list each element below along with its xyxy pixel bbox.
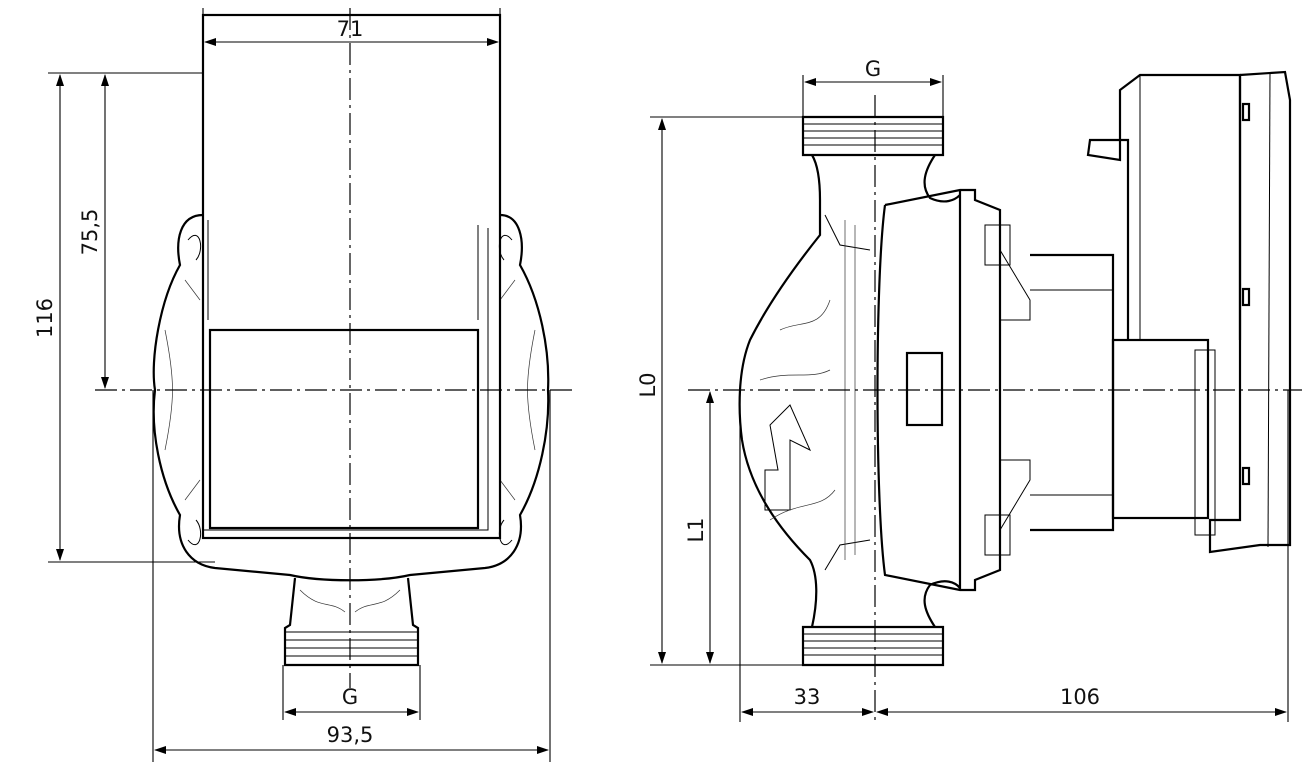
- dim-label-l0: L0: [636, 372, 660, 397]
- dim-label-116: 116: [33, 298, 57, 338]
- dim-label-75-5: 75,5: [78, 209, 102, 256]
- nameplate-window: [905, 351, 944, 427]
- dim-label-l1: L1: [684, 517, 708, 542]
- side-view: G L0 L1 33 106: [636, 57, 1302, 722]
- front-view: 71 116 75,5 G 93,5: [33, 8, 575, 762]
- motor-housing: [876, 188, 1002, 592]
- side-pipe-connector-top: [801, 115, 945, 157]
- module-front-cover: [1208, 70, 1292, 554]
- dim-label-g-side: G: [865, 57, 881, 81]
- cover-slot-icon: [1241, 102, 1251, 122]
- pump-volute-outline: [738, 154, 822, 628]
- side-pipe-connector-bottom: [801, 625, 945, 667]
- cover-slot-icon: [1241, 466, 1251, 486]
- dim-label-71: 71: [337, 17, 364, 41]
- control-box-outline: [201, 13, 502, 540]
- dim-label-106: 106: [1060, 685, 1100, 709]
- cover-slot-icon: [1241, 287, 1251, 307]
- module-mount: [1111, 338, 1210, 520]
- display-window: [208, 328, 480, 530]
- dim-label-93-5: 93,5: [327, 723, 374, 747]
- dim-label-33: 33: [794, 685, 821, 709]
- pump-body-outline: [152, 213, 550, 582]
- electronics-module: [1086, 73, 1242, 340]
- front-pipe-connector: [283, 577, 420, 667]
- motor-can: [1030, 253, 1115, 532]
- dim-label-g-front: G: [342, 685, 358, 709]
